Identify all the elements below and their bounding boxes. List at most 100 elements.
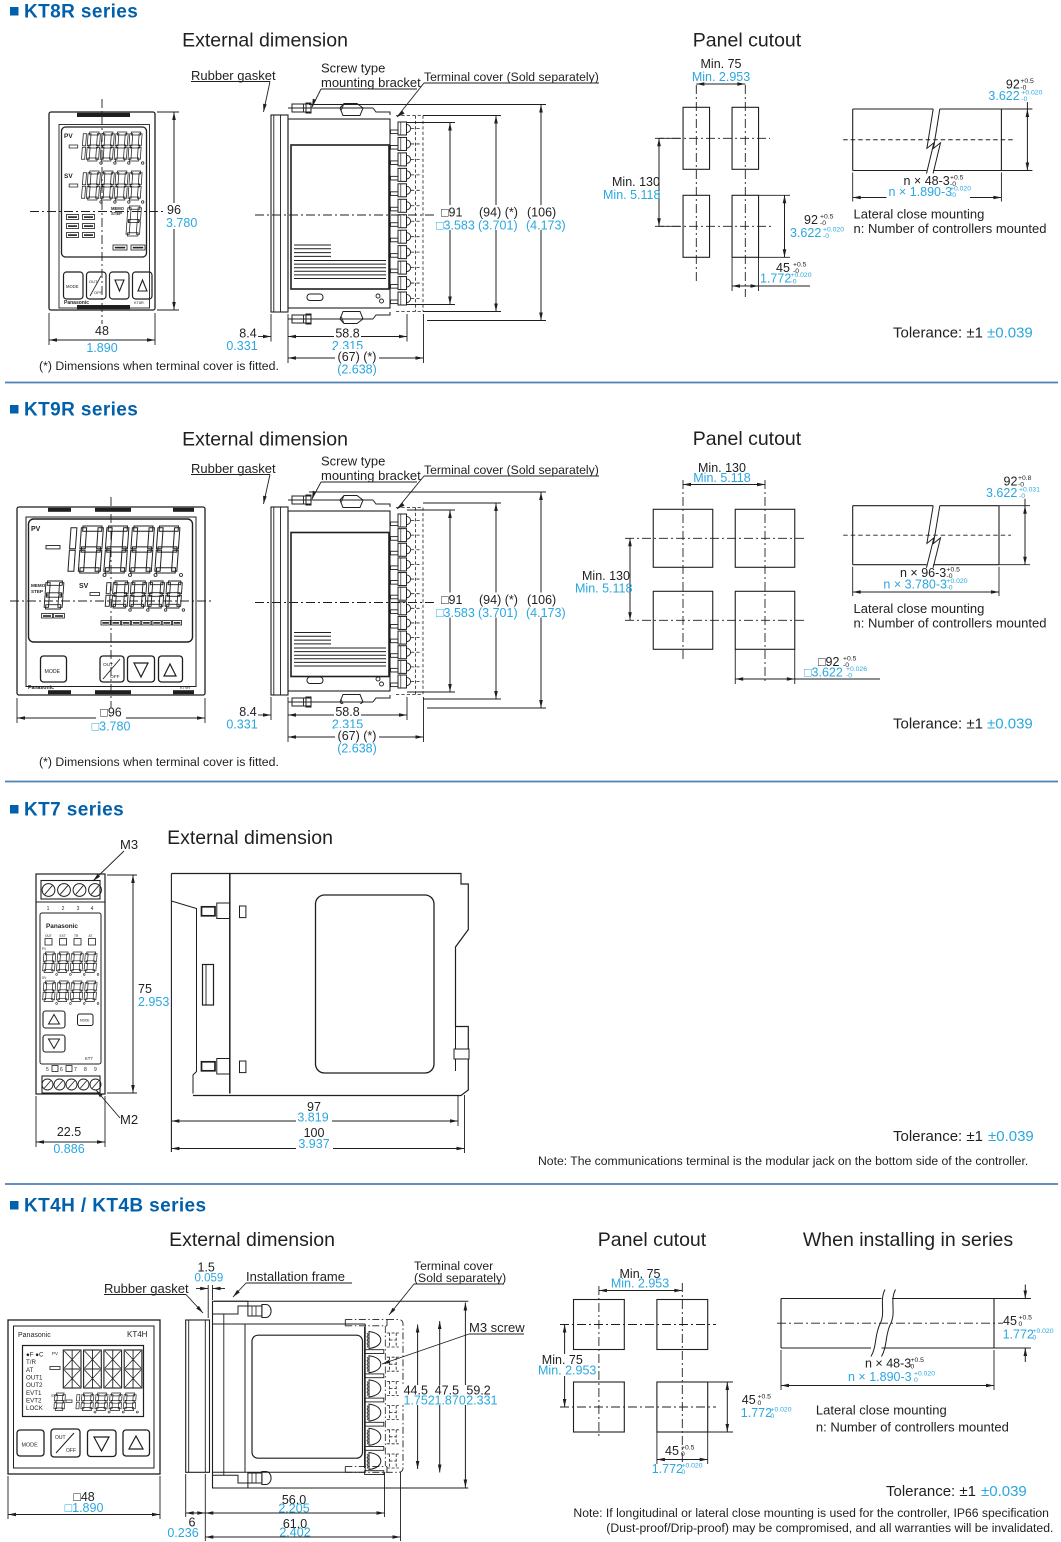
svg-text:+0.5: +0.5 (950, 175, 964, 182)
svg-text:22.5: 22.5 (57, 1125, 81, 1139)
svg-text:KT7 series: KT7 series (24, 800, 124, 821)
svg-text:PV: PV (31, 526, 41, 533)
svg-text:PV: PV (64, 133, 73, 140)
svg-text:Terminal cover (Sold separatel: Terminal cover (Sold separately) (424, 70, 599, 84)
svg-text:□92: □92 (818, 655, 840, 669)
svg-text:-0: -0 (823, 233, 829, 240)
svg-text:3.937: 3.937 (298, 1137, 329, 1151)
svg-text:+0.8: +0.8 (1018, 475, 1032, 482)
svg-text:External dimension: External dimension (182, 429, 348, 451)
svg-text:KT8R series: KT8R series (24, 2, 138, 23)
svg-text:1.752: 1.752 (404, 1394, 435, 1408)
svg-text:Panasonic: Panasonic (46, 923, 78, 930)
svg-text:Tolerance: ±1: Tolerance: ±1 (893, 716, 983, 733)
svg-text:45: 45 (742, 1393, 756, 1407)
svg-text:Rubber gasket: Rubber gasket (191, 461, 276, 476)
svg-text:Min. 2.953: Min. 2.953 (692, 70, 750, 84)
svg-text:OUT1: OUT1 (26, 1374, 43, 1381)
svg-text:1.890: 1.890 (86, 341, 117, 355)
svg-text:KT4H: KT4H (127, 1330, 148, 1339)
svg-text:(*) Dimensions when terminal c: (*) Dimensions when terminal cover is fi… (39, 755, 279, 769)
svg-text:+0.5: +0.5 (911, 1357, 925, 1364)
svg-text:n × 48-3: n × 48-3 (904, 174, 950, 188)
svg-text:+0.020: +0.020 (791, 272, 812, 279)
svg-text:+0.020: +0.020 (914, 1371, 935, 1378)
svg-text:MODE: MODE (66, 284, 79, 289)
svg-text:58.8: 58.8 (335, 327, 359, 341)
svg-text:+0.5: +0.5 (843, 656, 857, 663)
svg-text:-0: -0 (1019, 493, 1025, 500)
svg-text:Installation frame: Installation frame (246, 1269, 345, 1284)
svg-text:LOCK: LOCK (26, 1405, 44, 1412)
svg-text:+0.020: +0.020 (950, 186, 971, 193)
svg-text:5: 5 (46, 1067, 49, 1073)
svg-text:3.780: 3.780 (166, 216, 197, 230)
svg-text:Min. 75: Min. 75 (620, 1267, 661, 1281)
svg-text:External dimension: External dimension (169, 1229, 335, 1251)
svg-text:n × 1.890-3: n × 1.890-3 (889, 185, 953, 199)
svg-text:(2.638): (2.638) (337, 742, 377, 756)
svg-text:□91: □91 (441, 206, 463, 220)
svg-text:When installing in series: When installing in series (803, 1229, 1014, 1251)
svg-text:9: 9 (94, 1067, 97, 1073)
svg-text:-0: -0 (793, 268, 799, 275)
svg-text:n × 48-3: n × 48-3 (865, 1357, 911, 1371)
svg-text:45: 45 (776, 261, 790, 275)
svg-text:48: 48 (95, 324, 109, 338)
svg-text:MEMO: MEMO (111, 206, 125, 211)
svg-text:n: Number of controllers mount: n: Number of controllers mounted (854, 616, 1047, 631)
svg-text:Min. 2.953: Min. 2.953 (538, 1364, 596, 1378)
svg-text:+0.020: +0.020 (823, 227, 844, 234)
svg-text:(67) (*): (67) (*) (338, 729, 377, 743)
svg-text:KT8R: KT8R (134, 301, 144, 305)
svg-text:+0.5: +0.5 (820, 214, 834, 221)
svg-text:+0.5: +0.5 (1019, 1315, 1033, 1322)
svg-text:92: 92 (1004, 474, 1018, 488)
svg-text:+0.5: +0.5 (681, 1445, 695, 1452)
svg-text:□3.583: □3.583 (436, 606, 475, 620)
svg-text:SV: SV (64, 173, 73, 180)
svg-text:□96: □96 (100, 706, 122, 720)
svg-text:-0: -0 (947, 585, 953, 592)
svg-text:0.236: 0.236 (167, 1526, 198, 1540)
svg-text:±0.039: ±0.039 (987, 325, 1033, 342)
svg-text:OFF: OFF (66, 1448, 76, 1454)
svg-text:8: 8 (84, 1067, 87, 1073)
svg-text:96: 96 (167, 203, 181, 217)
svg-text:(94) (*): (94) (*) (479, 206, 518, 220)
svg-text:□1.890: □1.890 (65, 1501, 104, 1515)
svg-text:Note: The communications termi: Note: The communications terminal is the… (538, 1154, 1028, 1168)
svg-text:44.5: 44.5 (404, 1384, 428, 1398)
svg-text:M2: M2 (120, 1112, 138, 1127)
svg-text:0: 0 (911, 1364, 915, 1371)
svg-text:+0.031: +0.031 (1019, 486, 1040, 493)
svg-text:□3.583: □3.583 (436, 219, 475, 233)
svg-text:+0.020: +0.020 (947, 578, 968, 585)
svg-text:Note: If longitudinal or later: Note: If longitudinal or lateral close m… (573, 1506, 1049, 1520)
svg-text:KT7: KT7 (85, 1056, 93, 1061)
svg-text:75: 75 (138, 982, 152, 996)
svg-text:+0.020: +0.020 (1033, 1328, 1054, 1335)
svg-text:0.059: 0.059 (195, 1273, 224, 1285)
svg-text:Panasonic: Panasonic (64, 300, 89, 306)
svg-text:(*) Dimensions when terminal c: (*) Dimensions when terminal cover is fi… (39, 359, 279, 373)
svg-text:0: 0 (1033, 1335, 1037, 1342)
svg-text:47.5: 47.5 (435, 1384, 459, 1398)
svg-text:n × 96-3: n × 96-3 (900, 566, 946, 580)
svg-text:MEMO: MEMO (31, 583, 46, 588)
svg-text:STEP: STEP (31, 589, 43, 594)
svg-text:0: 0 (681, 1451, 685, 1458)
svg-text:SV: SV (51, 1393, 57, 1398)
svg-text:8.4: 8.4 (239, 705, 256, 719)
svg-text:OUT: OUT (103, 662, 113, 668)
svg-text:Min. 130: Min. 130 (698, 461, 746, 475)
svg-text:-0: -0 (1018, 481, 1024, 488)
svg-text:EVT2: EVT2 (26, 1397, 42, 1404)
svg-text:56.0: 56.0 (282, 1493, 306, 1507)
svg-text:M3: M3 (120, 837, 138, 852)
svg-text:mounting bracket: mounting bracket (321, 75, 421, 90)
svg-text:□3.780: □3.780 (92, 720, 131, 734)
svg-text:EXT: EXT (60, 934, 66, 938)
svg-text:(2.638): (2.638) (337, 363, 377, 377)
svg-text:3.622: 3.622 (790, 226, 821, 240)
